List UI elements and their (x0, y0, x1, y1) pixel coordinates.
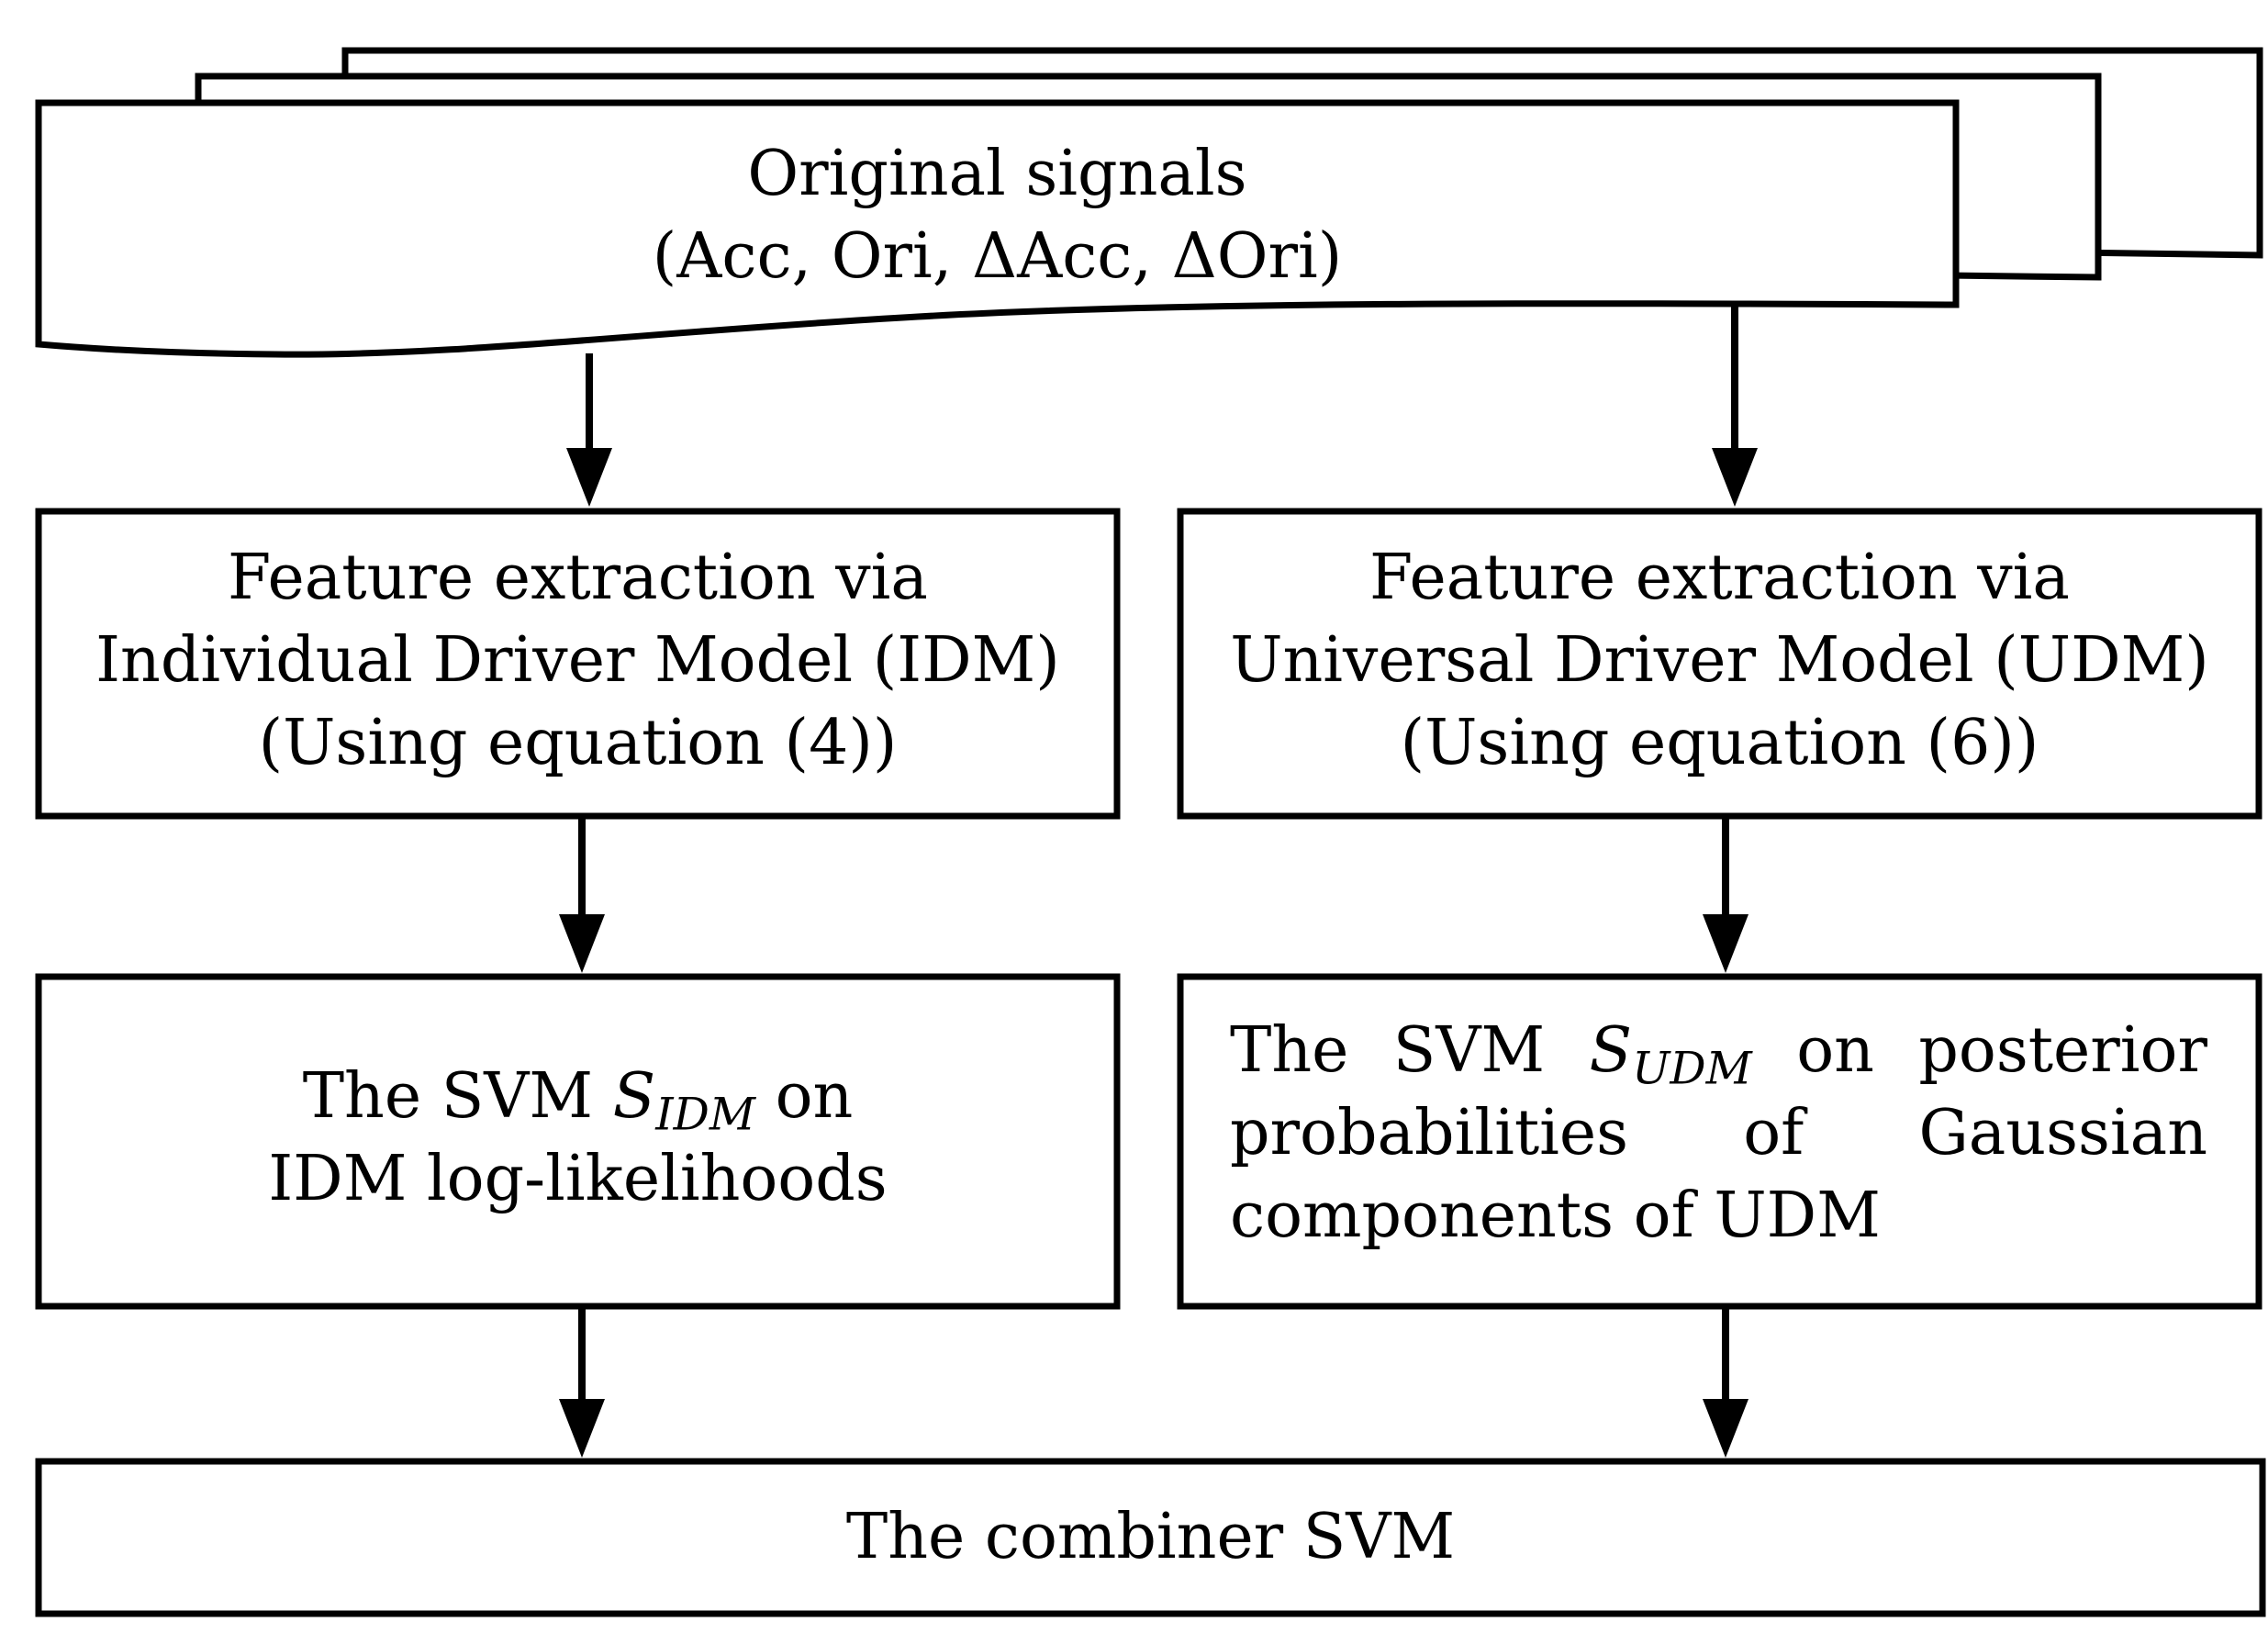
document-shape-front (35, 99, 1960, 358)
svm-udm-symbol: SUDM (1589, 1014, 1752, 1091)
arrow-idm-to-svm-idm (559, 816, 605, 973)
svm-udm-line-1: The SVM SUDM on posterior (1230, 1010, 2207, 1092)
source-line-2: (Acc, Ori, ΔAcc, ΔOri) (652, 220, 1343, 293)
svm-idm-line-2: IDM log-likelihoods (268, 1143, 888, 1215)
svm-idm-line-1: The SVM SIDM on (39, 1056, 1117, 1138)
svm-udm-suffix: on posterior (1796, 1014, 2207, 1087)
idm-line-2: Individual Driver Model (IDM) (95, 624, 1060, 697)
svm-udm-line-2: probabilities of Gaussian (1230, 1097, 2207, 1169)
udm-line-1: Feature extraction via (1369, 542, 2070, 614)
idm-line-3: (Using equation (4)) (258, 707, 898, 779)
svm-idm-suffix: on (754, 1060, 854, 1133)
idm-feature-label: Feature extraction via Individual Driver… (39, 537, 1117, 785)
arrow-udm-to-svm-udm (1703, 816, 1748, 973)
svm-idm-prefix: The SVM (302, 1060, 613, 1133)
arrow-svm-udm-to-combiner (1703, 1306, 1748, 1458)
svm-idm-subscript: IDM (655, 1088, 755, 1141)
svm-udm-subscript: UDM (1632, 1042, 1752, 1095)
svm-idm-label: The SVM SIDM on IDM log-likelihoods (39, 1056, 1117, 1221)
svm-idm-symbol: SIDM (612, 1060, 755, 1137)
arrow-source-to-idm (566, 353, 612, 507)
arrow-source-to-udm (1712, 307, 1758, 507)
arrow-svm-idm-to-combiner (559, 1306, 605, 1458)
svm-idm-symbol-letter: S (612, 1060, 656, 1133)
combiner-svm-box (35, 1458, 2266, 1617)
process-boxes (35, 508, 2266, 1617)
idm-feature-box (35, 508, 1121, 820)
udm-line-2: Universal Driver Model (UDM) (1230, 624, 2209, 697)
combiner-svm-label: The combiner SVM (39, 1496, 2262, 1579)
udm-feature-label: Feature extraction via Universal Driver … (1180, 537, 2259, 785)
svm-udm-prefix: The SVM (1230, 1014, 1590, 1087)
svm-idm-box (35, 973, 1121, 1310)
svm-udm-line-3: components of UDM (1230, 1180, 1881, 1252)
combiner-line: The combiner SVM (845, 1501, 1456, 1573)
udm-line-3: (Using equation (6)) (1400, 707, 2039, 779)
svm-udm-box (1177, 973, 2262, 1310)
source-signals-label: Original signals (Acc, Ori, ΔAcc, ΔOri) (39, 133, 1956, 298)
signal-document-stack (35, 47, 2263, 358)
source-line-1: Original signals (747, 138, 1247, 210)
idm-line-1: Feature extraction via (228, 542, 928, 614)
svm-udm-symbol-letter: S (1589, 1014, 1633, 1087)
connectors (559, 307, 1758, 1458)
udm-feature-box (1177, 508, 2262, 820)
svm-udm-label: The SVM SUDM on posterior probabilities … (1230, 1010, 2207, 1258)
